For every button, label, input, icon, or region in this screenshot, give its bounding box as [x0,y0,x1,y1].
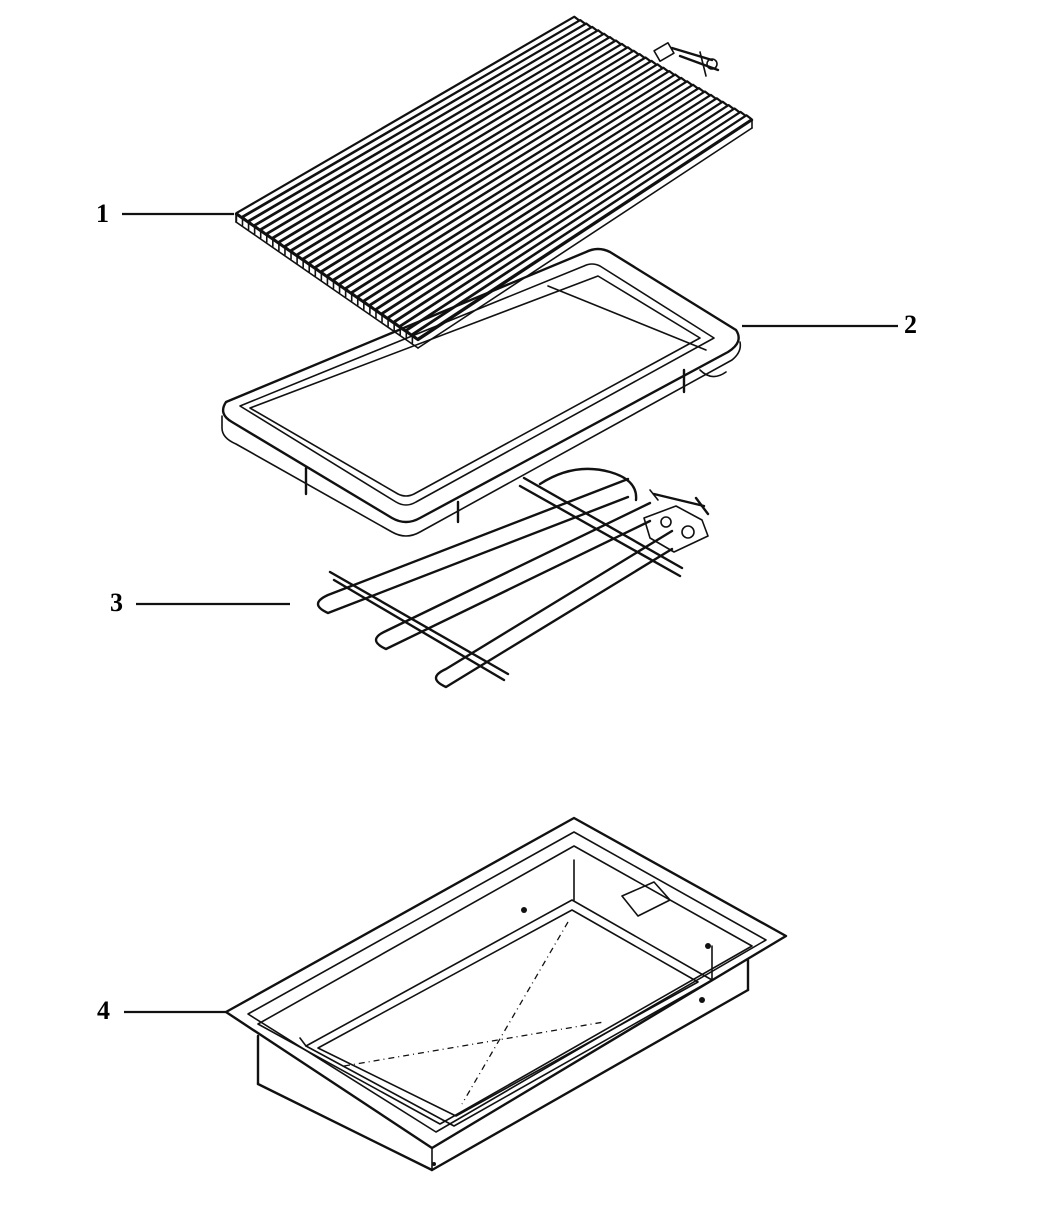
grill-ribs [235,15,753,340]
heating-element-loop [316,477,630,615]
heating-element-loop [434,529,674,689]
callout-number-3: 3 [110,588,123,617]
element-terminal-block [643,489,710,553]
grill-terminal-connector [653,42,720,77]
drip-pan-tray [224,816,788,1172]
heating-element [316,467,710,689]
grill-rib-ends [235,212,414,344]
heating-element-return [538,467,638,502]
callout-number-2: 2 [904,310,917,339]
callout-number-1: 1 [96,199,109,228]
heating-element-loop [374,501,652,651]
grill-plate [234,15,754,349]
drip-frame [221,247,742,537]
grill-rib [411,114,753,340]
heating-element-loops [316,467,674,689]
callout-number-4: 4 [97,996,110,1025]
